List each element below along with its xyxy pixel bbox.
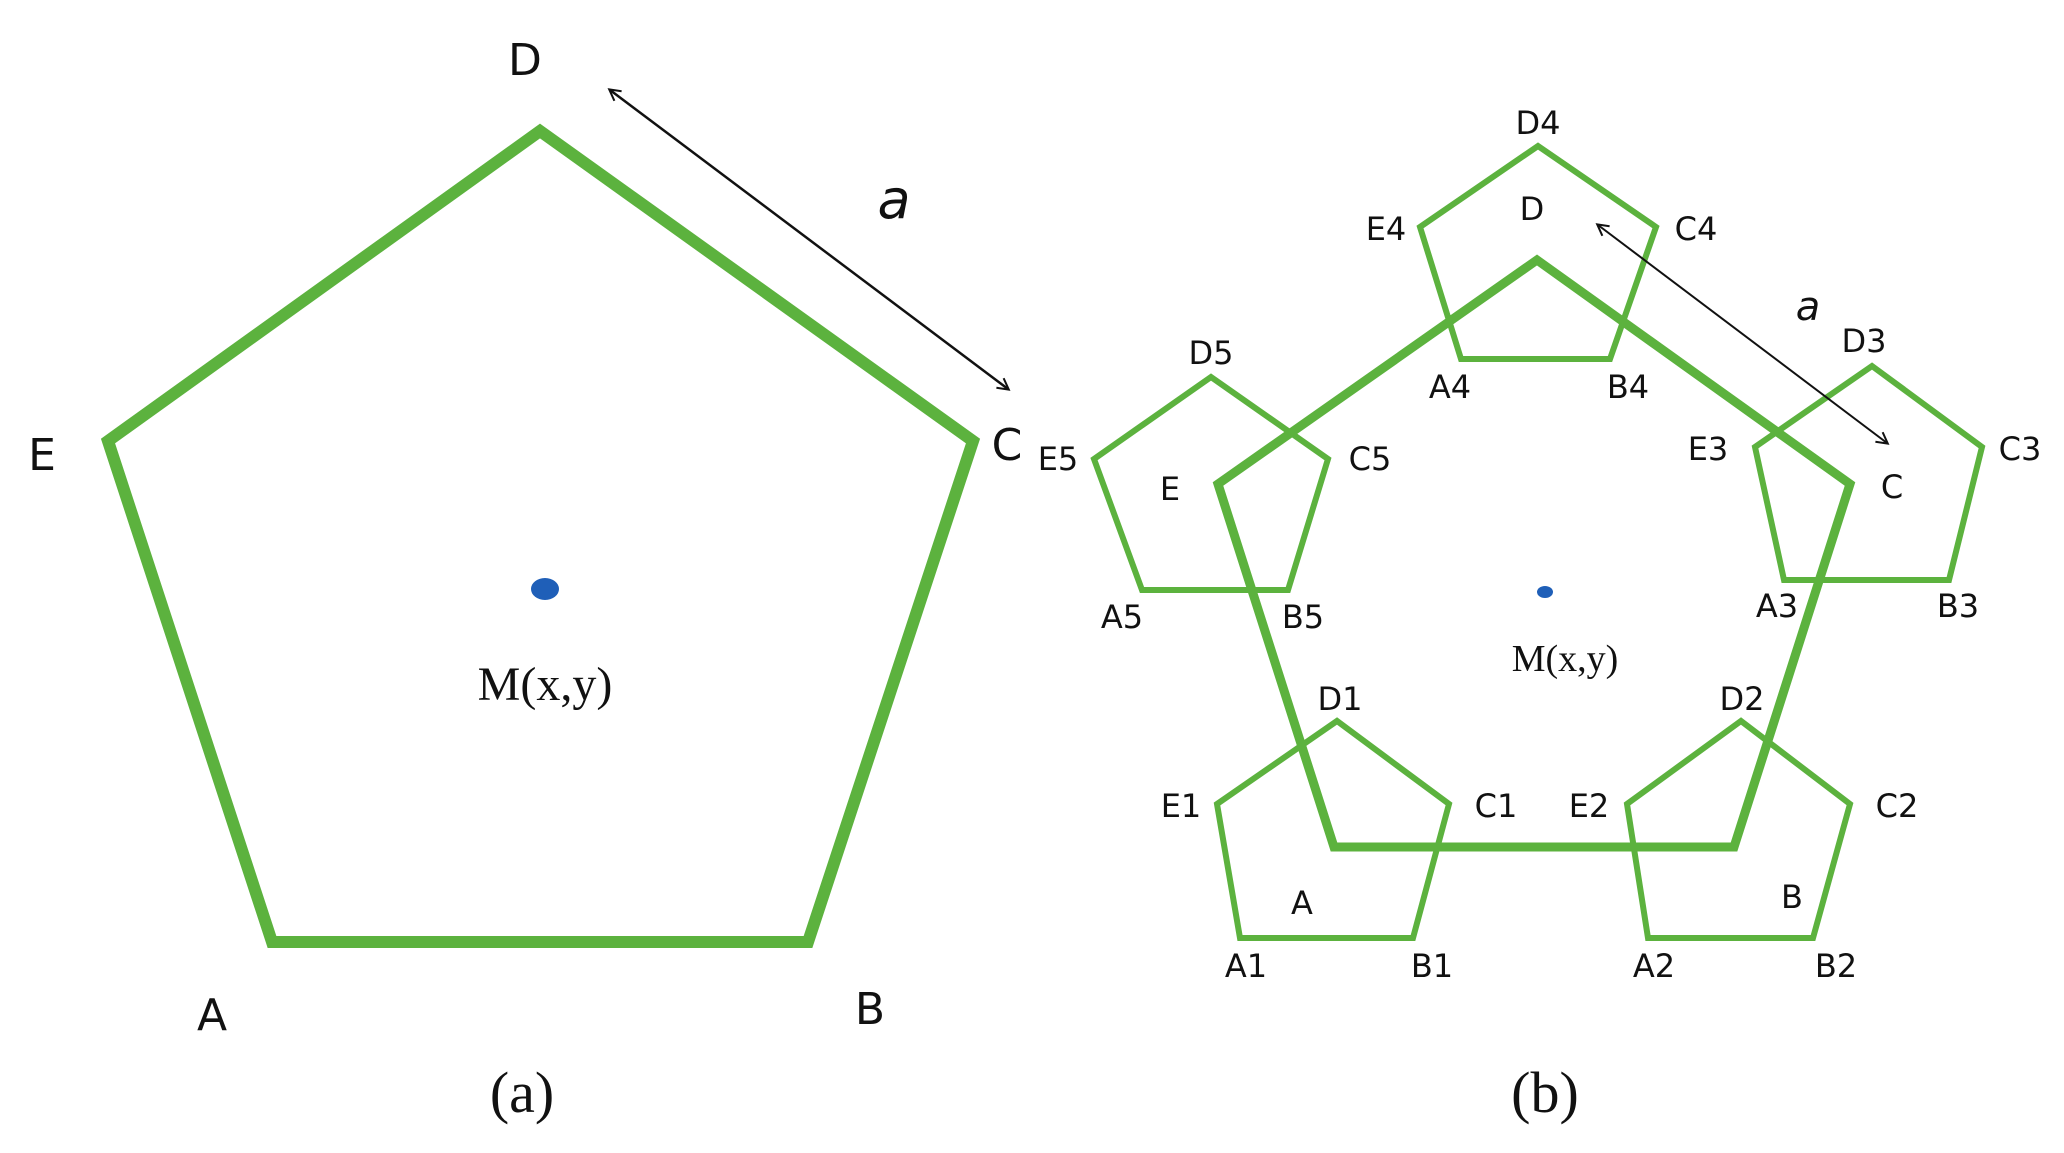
vertex-label-C4: C4 (1675, 210, 1718, 248)
vertex-label-B3: B3 (1937, 587, 1979, 625)
vertex-label-B4: B4 (1607, 368, 1649, 406)
vertex-label-E4: E4 (1366, 210, 1407, 248)
vertex-label-A1: A1 (1225, 947, 1267, 985)
side-length-arrow-a (610, 90, 1008, 389)
pentagon-b-main (1212, 254, 1856, 852)
vertex-label-B5: B5 (1282, 598, 1324, 636)
vertex-label-b-B: B (1781, 878, 1803, 916)
vertex-label-b-C: C (1881, 468, 1903, 506)
small-pentagon-2 (1623, 717, 1854, 941)
vertex-label-E5: E5 (1038, 440, 1079, 478)
small-pentagon-1 (1213, 717, 1453, 941)
side-length-arrow-b (1598, 225, 1887, 443)
vertex-label-A2: A2 (1633, 947, 1675, 985)
vertex-label-D4: D4 (1516, 104, 1561, 142)
center-label-a: M(x,y) (478, 658, 613, 711)
vertex-label-a-A: A (197, 990, 227, 1041)
vertex-label-b-E: E (1160, 470, 1180, 508)
caption-a: (a) (490, 1060, 554, 1125)
center-point-a (531, 578, 559, 600)
vertex-label-E3: E3 (1688, 430, 1729, 468)
vertex-label-B2: B2 (1815, 947, 1857, 985)
side-length-label-b: a (1796, 284, 1821, 330)
center-label-b: M(x,y) (1512, 638, 1619, 680)
vertex-label-C1: C1 (1475, 787, 1518, 825)
vertex-label-D5: D5 (1189, 334, 1234, 372)
panel-b: a M(x,y) A B C D E A1 B1 C1 D1 E1 A2 B2 … (1038, 104, 2042, 1125)
side-length-label-a: a (877, 168, 910, 231)
small-pentagon-3 (1751, 362, 1986, 583)
vertex-label-A5: A5 (1101, 598, 1143, 636)
small-pentagon-5 (1090, 373, 1332, 593)
vertex-label-C2: C2 (1876, 787, 1919, 825)
panel-a: a M(x,y) A B C D E (a) (28, 35, 1022, 1125)
pentagon-a (100, 123, 981, 948)
vertex-label-a-B: B (855, 984, 885, 1035)
vertex-label-A4: A4 (1429, 368, 1471, 406)
small-pentagon-4 (1416, 142, 1660, 362)
vertex-label-a-D: D (508, 35, 542, 86)
vertex-label-A3: A3 (1756, 587, 1798, 625)
vertex-label-D2: D2 (1720, 680, 1765, 718)
vertex-label-C5: C5 (1349, 440, 1392, 478)
vertex-label-E2: E2 (1569, 787, 1610, 825)
vertex-label-C3: C3 (1999, 430, 2042, 468)
vertex-label-a-E: E (28, 430, 56, 481)
vertex-label-b-D: D (1520, 190, 1545, 228)
caption-b: (b) (1511, 1060, 1579, 1125)
vertex-label-E1: E1 (1161, 787, 1202, 825)
vertex-label-D1: D1 (1318, 680, 1363, 718)
vertex-label-D3: D3 (1842, 322, 1887, 360)
vertex-label-b-A: A (1291, 884, 1313, 922)
center-point-b (1537, 586, 1553, 598)
vertex-label-a-C: C (992, 420, 1023, 471)
vertex-label-B1: B1 (1411, 947, 1453, 985)
